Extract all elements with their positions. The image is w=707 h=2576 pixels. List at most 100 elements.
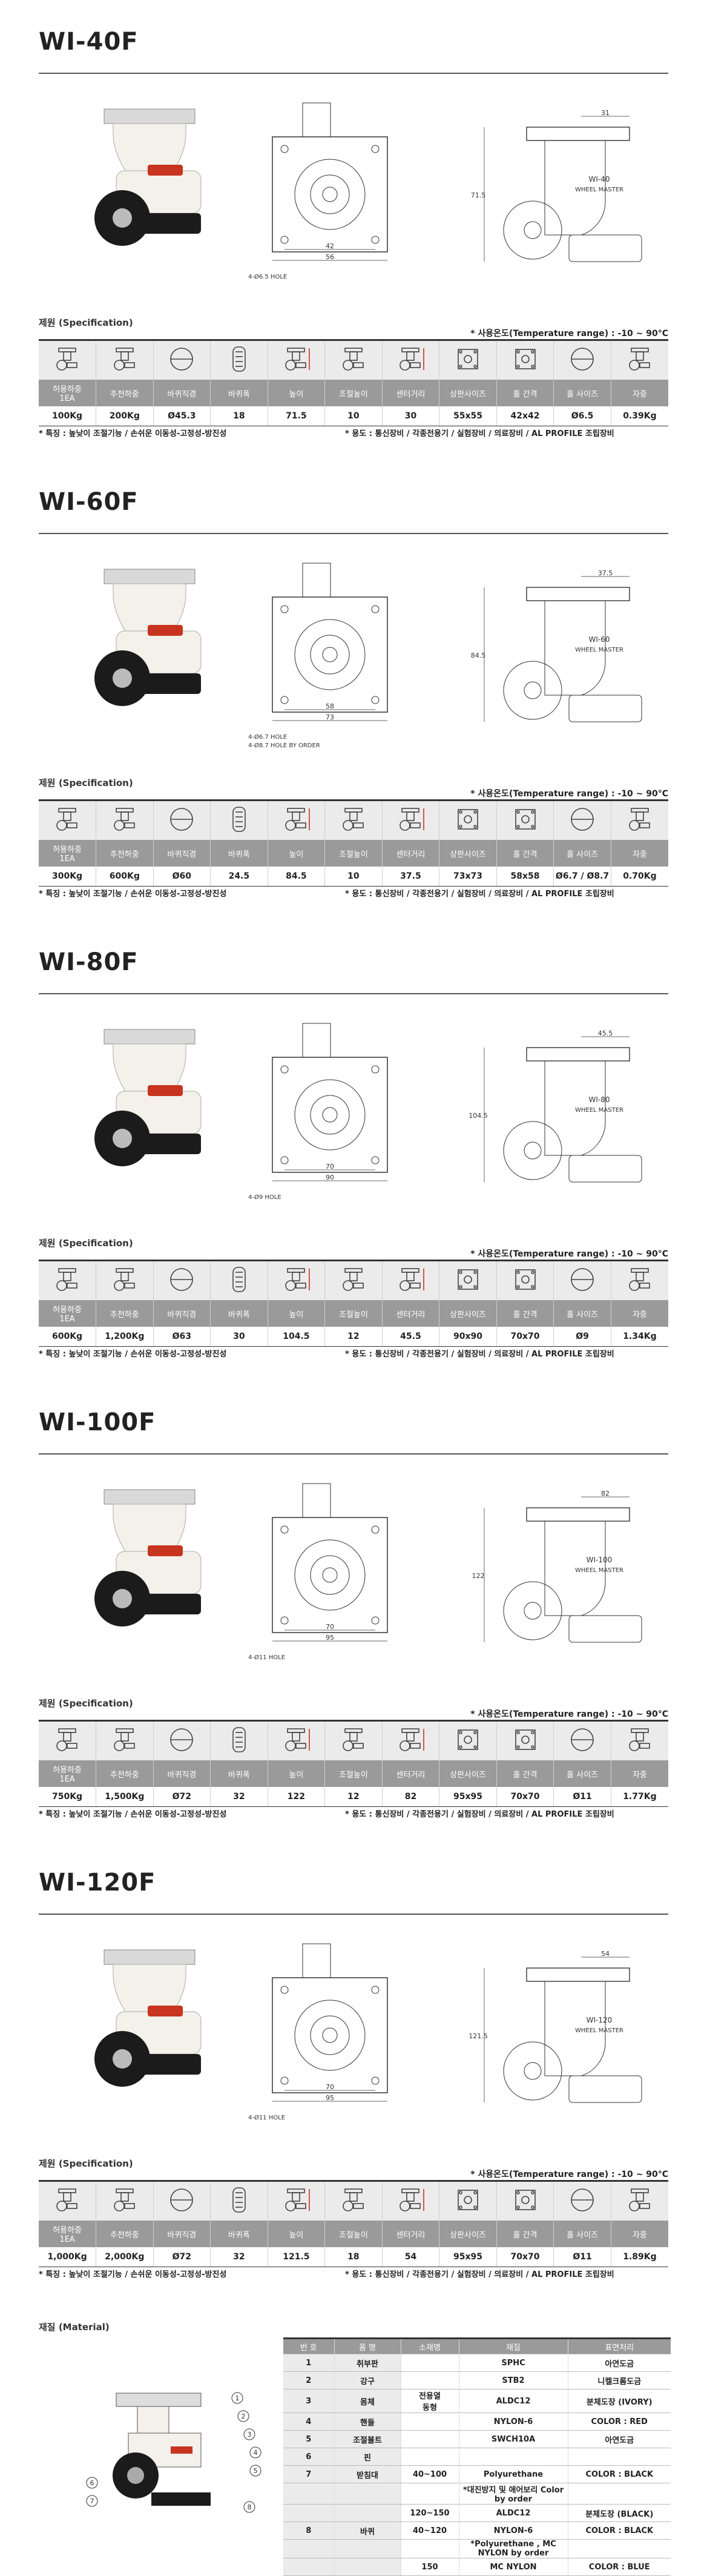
spec-icon <box>56 2188 77 2211</box>
spec-header: 센터거리 <box>382 840 440 867</box>
spec-header: 바퀴폭 <box>210 2221 268 2247</box>
material-cell: 3 <box>283 2389 335 2413</box>
spec-value: 37.5 <box>382 867 440 887</box>
spec-value: 73x73 <box>439 867 497 887</box>
spec-icon-cell <box>210 1260 268 1300</box>
title-divider <box>39 533 668 534</box>
spec-icon <box>285 1728 311 1751</box>
spec-icon <box>113 348 135 371</box>
hole-note: 4-Ø11 HOLE <box>248 1654 285 1661</box>
material-cell: STB2 <box>459 2371 568 2389</box>
material-cell: SWCH10A <box>459 2430 568 2448</box>
material-cell <box>568 2539 671 2558</box>
spec-header: 홀 간격 <box>496 840 554 867</box>
spec-icon-cell <box>268 799 326 840</box>
spec-header: 바퀴직경 <box>153 840 211 867</box>
spec-header: 바퀴폭 <box>210 1760 268 1787</box>
brand-engraving: WHEEL MASTER <box>575 1567 623 1574</box>
spec-value: 71.5 <box>268 406 326 426</box>
spec-value: 58x58 <box>496 867 554 887</box>
spec-icon-cell <box>96 1720 154 1760</box>
spec-header: 조절높이 <box>324 840 383 867</box>
spec-value: 2,000Kg <box>96 2247 154 2267</box>
spec-value: Ø11 <box>553 1787 611 1807</box>
spec-header: 센터거리 <box>382 2221 440 2247</box>
spec-icon-cell <box>210 1720 268 1760</box>
spec-icon <box>232 2187 246 2213</box>
spec-value: Ø6.5 <box>553 406 611 426</box>
spec-icon-cell <box>382 2180 440 2221</box>
spec-icon-cell <box>268 339 326 380</box>
spec-icon-cell <box>210 339 268 380</box>
spec-icon-cell <box>496 339 554 380</box>
spec-label: 제원 (Specification) <box>39 1238 133 1249</box>
material-cell: COLOR : BLACK <box>568 2465 671 2483</box>
spec-icon <box>458 2190 478 2210</box>
callout-circle <box>231 2392 243 2404</box>
spec-icon <box>400 1268 425 1291</box>
spec-header: 바퀴직경 <box>153 1300 211 1327</box>
spec-icon <box>56 1268 77 1291</box>
spec-icon-cell <box>153 799 211 840</box>
spec-icon-cell <box>153 2180 211 2221</box>
height-dimension: 121.5 <box>469 2032 488 2040</box>
height-dimension: 104.5 <box>469 1112 488 1120</box>
spec-icon <box>56 348 77 371</box>
spec-icon-cell <box>268 1260 326 1300</box>
spec-icon <box>285 2188 311 2211</box>
spec-icon-cell <box>153 1260 211 1300</box>
callout-number: 3 <box>248 2431 252 2439</box>
spec-icon <box>515 809 536 830</box>
plate-size-dimension: 90 <box>326 1174 334 1181</box>
hole-spacing-dimension: 42 <box>326 242 334 250</box>
material-cell <box>401 2371 459 2389</box>
plate-size-dimension: 95 <box>326 2094 334 2102</box>
material-cell <box>334 2558 401 2576</box>
spec-icon <box>113 1268 135 1291</box>
spec-icon <box>571 1268 594 1291</box>
spec-icon-cell <box>153 339 211 380</box>
spec-header: 바퀴폭 <box>210 840 268 867</box>
spec-icon-cell <box>439 1260 497 1300</box>
spec-value: 30 <box>382 406 440 426</box>
spec-value: 95x95 <box>439 2247 497 2267</box>
spec-value: 95x95 <box>439 1787 497 1807</box>
material-cell: ALDC12 <box>459 2389 568 2413</box>
spec-icon <box>285 1268 311 1291</box>
model-title: WI-40F <box>39 28 139 56</box>
spec-header: 자중 <box>611 2221 668 2247</box>
material-cell <box>401 2448 459 2466</box>
material-header: 표면처리 <box>568 2337 671 2354</box>
callout-circle <box>237 2410 249 2422</box>
spec-icon-cell <box>39 799 97 840</box>
spec-header: 상판사이즈 <box>439 840 497 867</box>
height-dimension: 71.5 <box>471 191 486 199</box>
spec-value: 600Kg <box>96 867 154 887</box>
spec-header: 조절높이 <box>324 2221 383 2247</box>
material-header: 품 명 <box>334 2337 401 2354</box>
model-engraving: WI-120 <box>587 2016 613 2024</box>
spec-icon-cell <box>553 1260 611 1300</box>
callout-number: 4 <box>254 2449 258 2457</box>
spec-icon <box>515 1269 536 1290</box>
spec-value: 32 <box>210 2247 268 2267</box>
spec-icon <box>285 348 311 371</box>
spec-icon <box>400 2188 425 2211</box>
spec-icon <box>232 807 246 832</box>
title-divider <box>39 993 668 994</box>
spec-header: 추천하중 <box>96 840 154 867</box>
spec-value: 12 <box>324 1327 383 1347</box>
spec-icon <box>343 808 364 831</box>
spec-icon <box>56 808 77 831</box>
spec-header: 추천하중 <box>96 1760 154 1787</box>
